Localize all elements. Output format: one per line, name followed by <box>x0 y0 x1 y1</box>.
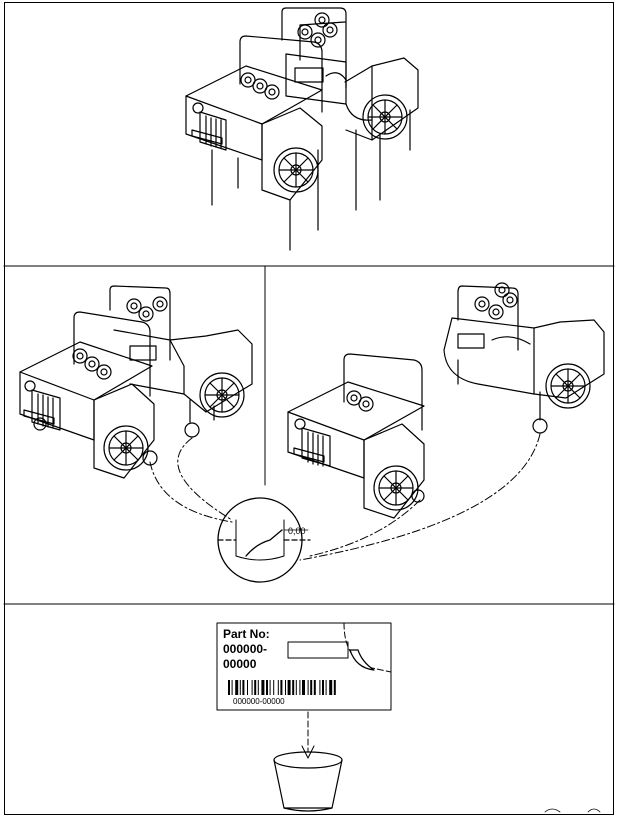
waste-bin-icon <box>273 751 343 812</box>
barcode-bar <box>285 680 286 695</box>
jeep-rear-unit-right <box>443 282 605 434</box>
barcode-bar <box>239 680 241 695</box>
barcode-bar <box>322 680 324 695</box>
panel-dividers <box>3 265 615 605</box>
barcode-bar <box>329 680 333 695</box>
barcode-bar <box>302 680 305 695</box>
barcode-bar <box>231 680 233 695</box>
barcode-bar <box>287 680 291 695</box>
barcode-bar <box>310 680 313 695</box>
barcode-bar <box>299 680 301 695</box>
barcode-bar <box>280 680 283 695</box>
barcode <box>228 680 336 695</box>
barcode-bar <box>254 680 257 695</box>
barcode-bar <box>257 680 259 695</box>
barcode-bar <box>313 680 316 695</box>
barcode-bar <box>333 680 336 695</box>
barcode-bar <box>295 680 297 695</box>
barcode-bar <box>325 680 327 695</box>
part-label-sticker <box>216 622 392 711</box>
barcode-bar <box>261 680 265 695</box>
barcode-bar <box>247 680 248 695</box>
corner-mark <box>544 808 601 813</box>
barcode-bar <box>251 680 253 695</box>
barcode-bar <box>292 680 295 695</box>
barcode-bar <box>235 680 239 695</box>
barcode-bar <box>269 680 271 695</box>
barcode-bar <box>319 680 321 695</box>
barcode-bar <box>266 680 268 695</box>
barcode-bar <box>307 680 309 695</box>
jeep-front-unit-right <box>287 353 425 519</box>
part-no-heading: Part No: <box>223 627 270 641</box>
barcode-bar <box>228 680 230 695</box>
jeep-assembly-complete <box>185 7 419 251</box>
barcode-text: 000000-00000 <box>233 697 285 706</box>
barcode-bar <box>242 680 245 695</box>
part-number-line1: 000000- <box>223 642 268 656</box>
jeep-assembly-left <box>19 285 253 479</box>
barcode-bar <box>273 680 275 695</box>
barcode-bar <box>277 680 279 695</box>
arrow-head <box>301 745 315 759</box>
detail-callout <box>149 433 541 561</box>
dimension-label: 0,00 <box>288 526 306 536</box>
part-number-line2: 00000 <box>223 657 257 671</box>
detail-circle <box>217 497 311 583</box>
